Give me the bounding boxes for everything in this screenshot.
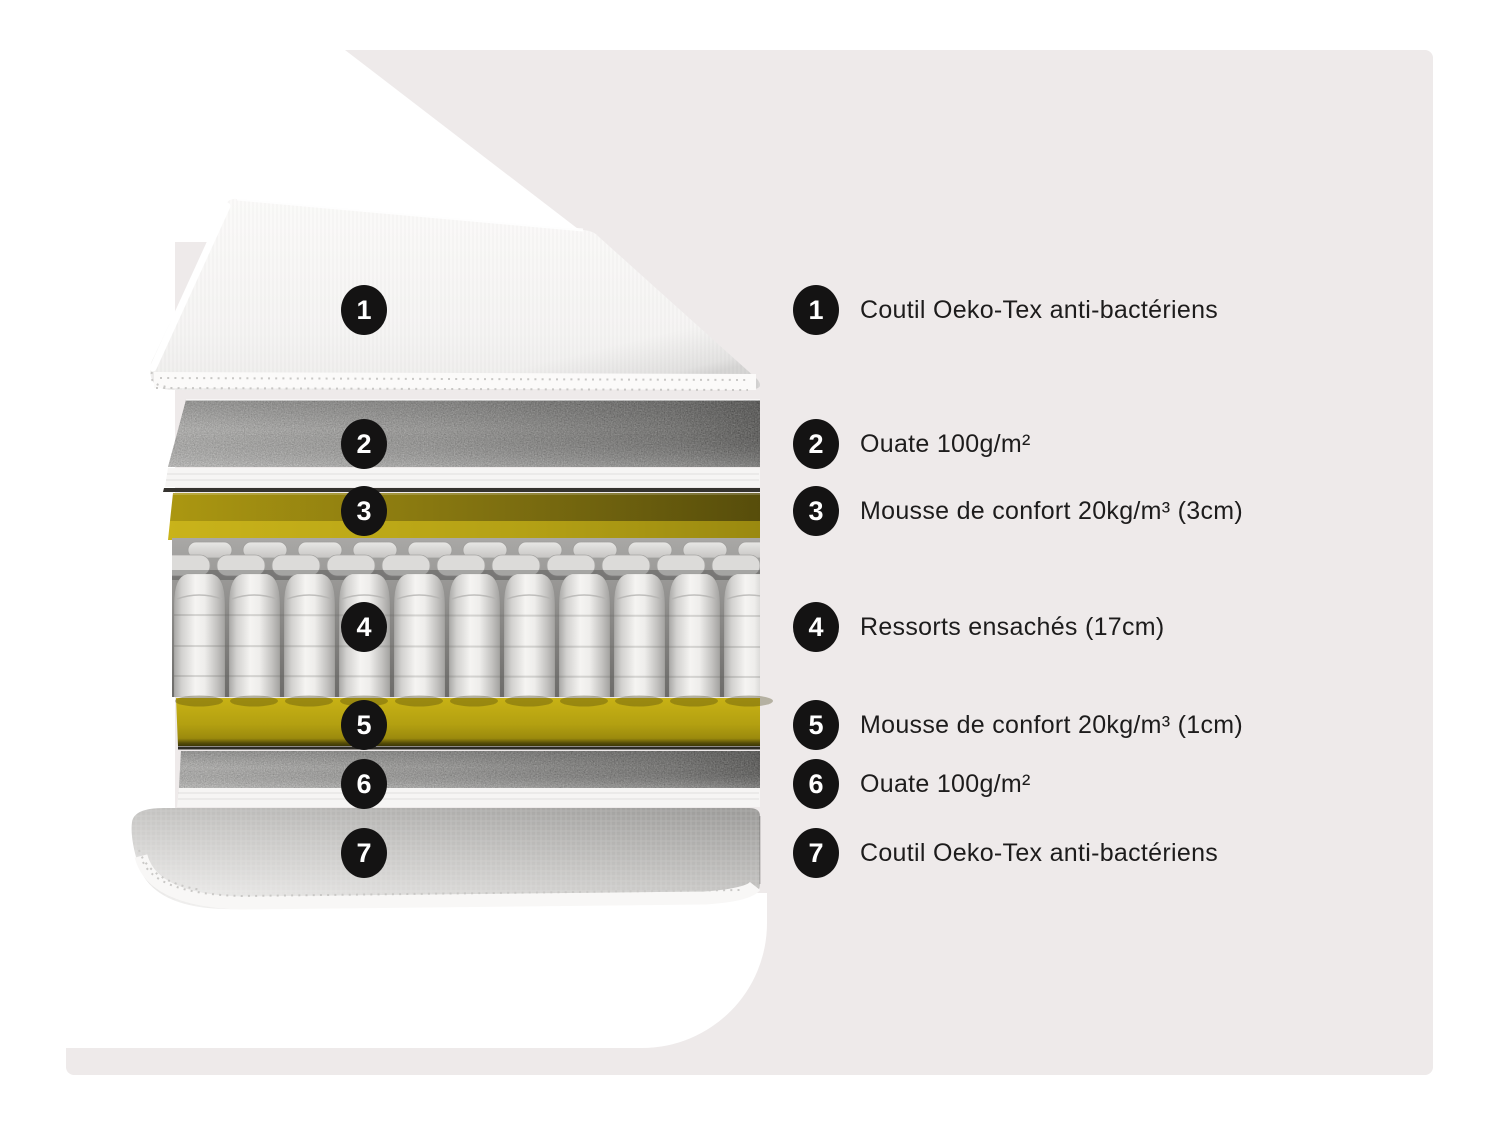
legend-label-7: Coutil Oeko-Tex anti-bactériens — [860, 839, 1219, 867]
legend-badge-6: 6 — [793, 759, 839, 809]
legend-label-6: Ouate 100g/m² — [860, 770, 1031, 798]
legend-item-7: 7 Coutil Oeko-Tex anti-bactériens — [793, 828, 1218, 878]
legend-item-6: 6 Ouate 100g/m² — [793, 759, 1031, 809]
mattress-badge-5: 5 — [341, 700, 387, 750]
legend-label-5: Mousse de confort 20kg/m³ (1cm) — [860, 711, 1244, 739]
bottom-curve-cutout — [0, 893, 767, 1048]
mattress-badge-4: 4 — [341, 602, 387, 652]
mattress-badge-1: 1 — [341, 285, 387, 335]
legend-item-2: 2 Ouate 100g/m² — [793, 419, 1031, 469]
legend-badge-5: 5 — [793, 700, 839, 750]
legend-label-2: Ouate 100g/m² — [860, 430, 1031, 458]
legend-badge-3: 3 — [793, 486, 839, 536]
legend-item-3: 3 Mousse de confort 20kg/m³ (3cm) — [793, 486, 1243, 536]
mattress-badge-6: 6 — [341, 759, 387, 809]
legend-label-1: Coutil Oeko-Tex anti-bactériens — [860, 296, 1219, 324]
legend-label-4: Ressorts ensachés (17cm) — [860, 613, 1165, 641]
legend-item-1: 1 Coutil Oeko-Tex anti-bactériens — [793, 285, 1218, 335]
mattress-badge-3: 3 — [341, 486, 387, 536]
mattress-badge-7: 7 — [341, 828, 387, 878]
legend-item-4: 4 Ressorts ensachés (17cm) — [793, 602, 1165, 652]
legend-badge-1: 1 — [793, 285, 839, 335]
legend-item-5: 5 Mousse de confort 20kg/m³ (1cm) — [793, 700, 1243, 750]
legend-label-3: Mousse de confort 20kg/m³ (3cm) — [860, 497, 1244, 525]
mattress-badge-2: 2 — [341, 419, 387, 469]
legend-badge-7: 7 — [793, 828, 839, 878]
legend-badge-2: 2 — [793, 419, 839, 469]
legend-badge-4: 4 — [793, 602, 839, 652]
